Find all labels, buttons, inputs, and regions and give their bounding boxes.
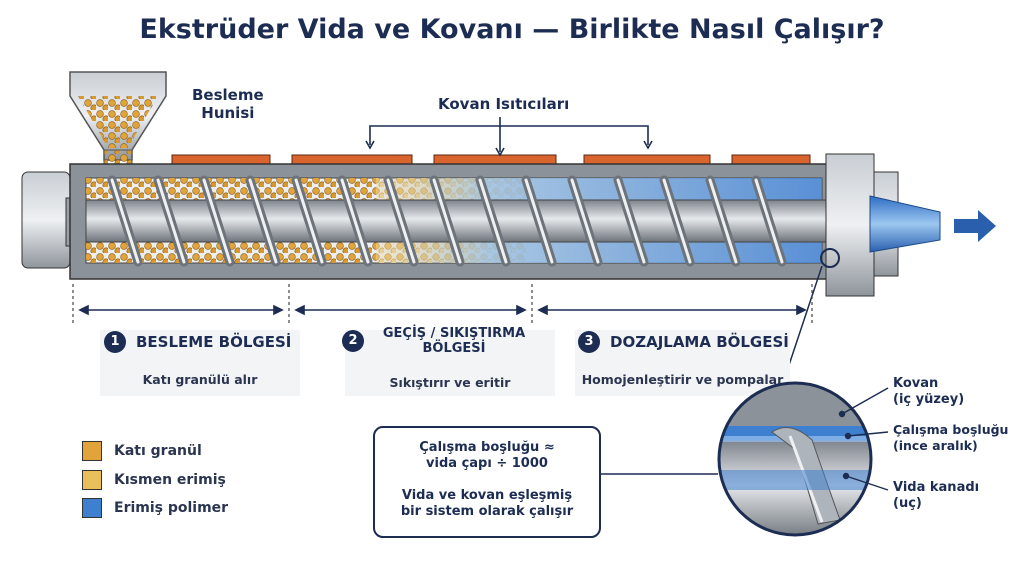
zone-1-title: 1 BESLEME BÖLGESİ: [104, 331, 291, 353]
die-head: [825, 153, 941, 297]
zone-2-title-text: GEÇİŞ / SIKIŞTIRMA BÖLGESİ: [382, 326, 526, 356]
callout-leaders: [838, 387, 889, 491]
zone-3-desc: Homojenleştirir ve pompalar: [581, 372, 784, 387]
zone-1-number: 1: [104, 331, 126, 353]
legend-swatch-melt: [82, 498, 102, 518]
legend-swatch-solid: [82, 441, 102, 461]
zone-3-title-text: DOZAJLAMA BÖLGESİ: [610, 333, 789, 351]
legend-item-partial: Kısmen erimiş: [82, 470, 226, 490]
zone-1-desc: Katı granülü alır: [142, 372, 258, 387]
page-title: Ekstrüder Vida ve Kovanı — Birlikte Nası…: [139, 14, 885, 45]
hopper-label: Besleme Hunisi: [192, 86, 264, 122]
legend-item-solid: Katı granül: [82, 441, 202, 461]
zone-3-number: 3: [578, 331, 600, 353]
zone-arrows: [78, 304, 807, 316]
note-line2: vida çapı ÷ 1000: [426, 456, 548, 471]
callout-barrel: Kovan (iç yüzey): [893, 376, 964, 408]
note-line4: bir sistem olarak çalışır: [400, 504, 574, 519]
note-line3: Vida ve kovan eşleşmiş: [401, 488, 573, 503]
callout-clearance-line2: (ince aralık): [893, 438, 978, 453]
callout-clearance-line1: Çalışma boşluğu: [893, 422, 1009, 437]
callout-flight: Vida kanadı (uç): [893, 480, 979, 512]
zone-2-number: 2: [342, 330, 364, 352]
callout-flight-line1: Vida kanadı: [893, 480, 980, 495]
zone-dividers: [72, 284, 813, 326]
legend-label-melt: Erimiş polimer: [114, 500, 229, 516]
zone-1-title-text: BESLEME BÖLGESİ: [136, 333, 292, 351]
screw: [85, 175, 847, 267]
legend-label-partial: Kısmen erimiş: [114, 472, 226, 488]
magnified-detail: [717, 381, 873, 537]
callout-barrel-line1: Kovan: [893, 376, 939, 391]
zone-2-title: 2 GEÇİŞ / SIKIŞTIRMA BÖLGESİ: [342, 326, 534, 356]
callout-flight-line2: (uç): [893, 496, 922, 511]
heaters-bracket: [365, 117, 653, 157]
zone-2-desc: Sıkıştırır ve eritir: [389, 375, 511, 390]
zone-3-title: 3 DOZAJLAMA BÖLGESİ: [578, 331, 789, 353]
legend-swatch-partial: [82, 470, 102, 490]
clearance-note: Çalışma boşluğu ≈ vida çapı ÷ 1000 Vida …: [373, 426, 601, 538]
output-arrow: [954, 210, 996, 242]
zone-panels: [100, 330, 790, 396]
legend-item-melt: Erimiş polimer: [82, 498, 228, 518]
callout-barrel-line2: (iç yüzey): [893, 392, 965, 407]
detail-marker: [820, 248, 840, 268]
hopper-label-line1: Besleme: [192, 86, 264, 104]
callout-clearance: Çalışma boşluğu (ince aralık): [893, 422, 1008, 454]
legend-label-solid: Katı granül: [114, 443, 202, 459]
note-line1: Çalışma boşluğu ≈: [419, 440, 555, 455]
hopper-label-line2: Hunisi: [201, 104, 255, 122]
heaters-label: Kovan Isıtıcıları: [438, 95, 570, 113]
